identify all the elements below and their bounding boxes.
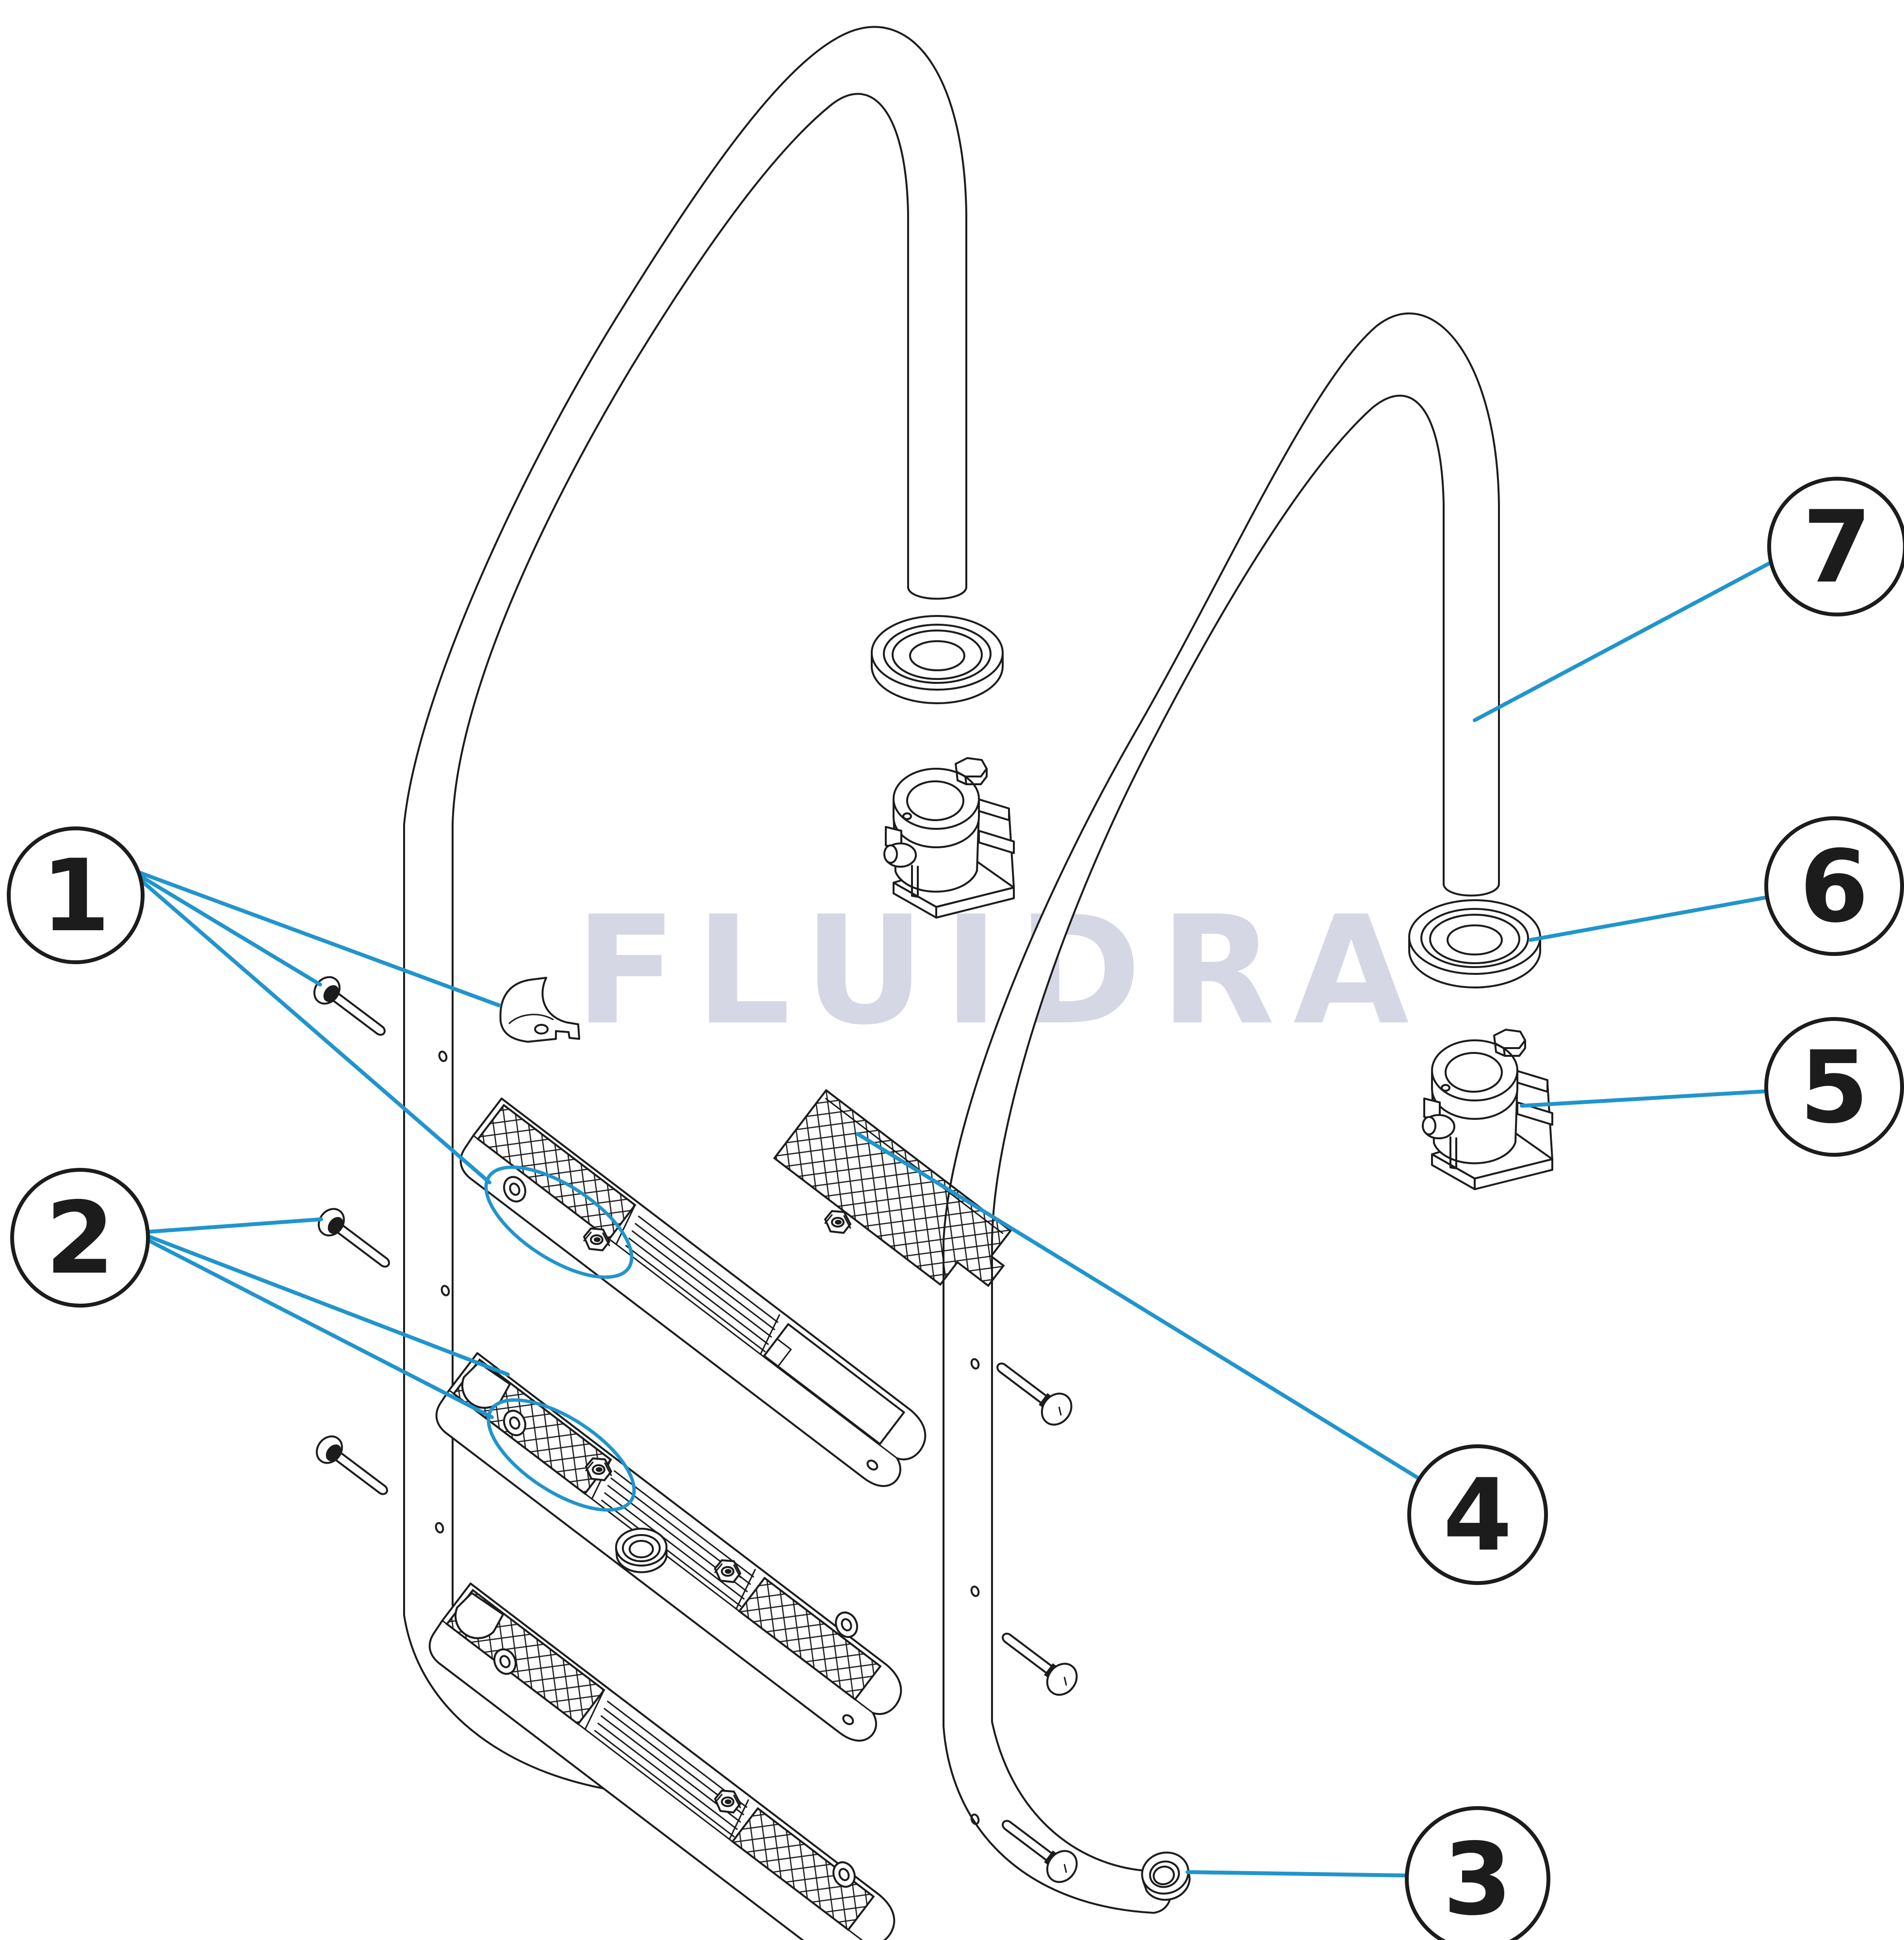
hardware-highlight-1 <box>484 1165 634 1279</box>
leader-7 <box>1473 561 1773 722</box>
svg-text:6: 6 <box>1800 829 1869 945</box>
callout-1: 1 <box>7 826 145 964</box>
leader-4 <box>856 1132 1421 1481</box>
leader-2a <box>145 1217 323 1234</box>
leader-1c <box>137 877 491 1184</box>
leaders <box>137 561 1773 1877</box>
anchor-front <box>883 757 1015 919</box>
rear-handrail <box>943 312 1500 1914</box>
flange-rear <box>1408 899 1541 988</box>
bolt <box>308 971 393 1046</box>
step-1 <box>450 1098 937 1496</box>
callout-6: 6 <box>1764 816 1904 956</box>
bolt <box>310 1430 396 1505</box>
callout-2: 2 <box>10 1168 150 1308</box>
callouts: 1 2 3 4 5 6 7 <box>7 477 1904 1940</box>
bolt <box>987 1351 1079 1432</box>
anchor-rear <box>1422 1029 1553 1190</box>
grip-pad <box>773 1089 1012 1287</box>
svg-text:7: 7 <box>1803 490 1872 605</box>
leader-3 <box>1186 1870 1409 1877</box>
leader-1a <box>137 871 501 1007</box>
callout-3: 3 <box>1405 1806 1550 1940</box>
callout-5: 5 <box>1764 1017 1904 1157</box>
leader-1b <box>137 873 322 986</box>
svg-text:2: 2 <box>46 1181 115 1296</box>
step-3 <box>419 1583 906 1940</box>
callout-4: 4 <box>1407 1444 1548 1585</box>
bolt <box>312 1203 398 1277</box>
leader-2c <box>145 1238 494 1419</box>
anchor-cap <box>1141 1851 1191 1901</box>
svg-text:1: 1 <box>41 839 111 954</box>
svg-text:4: 4 <box>1443 1458 1513 1573</box>
watermark: FLUIDRA <box>575 884 1428 1058</box>
artwork <box>308 26 1553 1940</box>
leader-5 <box>1520 1089 1769 1108</box>
hardware-highlight-2 <box>487 1398 636 1512</box>
bolt <box>993 1621 1084 1702</box>
flange-front <box>871 615 1004 704</box>
leader-2b <box>145 1234 510 1376</box>
callout-7: 7 <box>1767 477 1904 616</box>
bushing <box>615 1528 667 1573</box>
leader-6 <box>1529 895 1769 942</box>
svg-text:3: 3 <box>1443 1822 1513 1938</box>
step-clip <box>499 977 580 1043</box>
svg-text:5: 5 <box>1800 1030 1869 1146</box>
